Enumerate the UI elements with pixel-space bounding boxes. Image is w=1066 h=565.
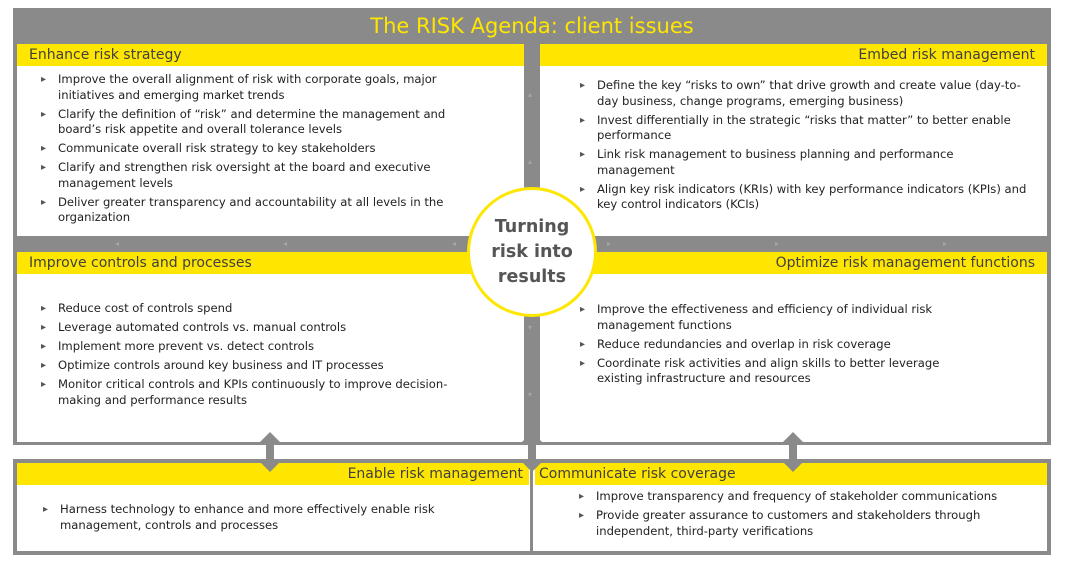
bullet-list: Improve the effectiveness and efficiency… (540, 302, 1047, 387)
center-line: Turning (494, 216, 570, 237)
list-item: Link risk management to business plannin… (577, 147, 1027, 178)
list-item: Optimize controls around key business an… (38, 358, 484, 374)
quadrant-title: Embed risk management (540, 44, 1047, 66)
list-item: Provide greater assurance to customers a… (576, 508, 1036, 539)
section-enable-risk-management-title: Enable risk management (17, 463, 529, 485)
bottom-divider (530, 463, 533, 551)
flow-right-icon: ▸ (775, 239, 780, 248)
flow-left-icon: ◂ (115, 239, 120, 248)
quadrant-optimize-functions: Optimize risk management functions Impro… (540, 252, 1047, 442)
list-item: Clarify and strengthen risk oversight at… (38, 160, 472, 191)
list-item: Improve the overall alignment of risk wi… (38, 72, 472, 103)
list-item: Improve transparency and frequency of st… (576, 489, 1036, 505)
list-item: Reduce cost of controls spend (38, 301, 484, 317)
quadrant-embed-risk-management: Embed risk management Define the key “ri… (540, 44, 1047, 236)
list-item: Align key risk indicators (KRIs) with ke… (577, 182, 1027, 213)
bullet-list: Improve transparency and frequency of st… (576, 489, 1036, 543)
quadrant-enhance-risk-strategy: Enhance risk strategy Improve the overal… (17, 44, 524, 236)
list-item: Improve the effectiveness and efficiency… (577, 302, 987, 333)
flow-down-icon: ▾ (528, 390, 533, 399)
double-arrow-icon (782, 432, 804, 472)
quadrant-title: Optimize risk management functions (540, 252, 1047, 274)
list-item: Leverage automated controls vs. manual c… (38, 320, 484, 336)
flow-right-icon: ▸ (607, 239, 612, 248)
bullet-list: Harness technology to enhance and more e… (40, 502, 440, 537)
section-communicate-risk-coverage-title: Communicate risk coverage (535, 463, 1047, 485)
double-arrow-icon (521, 432, 543, 472)
center-circle (467, 187, 597, 317)
flow-left-icon: ◂ (283, 239, 288, 248)
diagram-title: The RISK Agenda: client issues (370, 14, 694, 38)
flow-right-icon: ▸ (943, 239, 948, 248)
center-label: Turning risk into results (467, 187, 597, 317)
bullet-list: Define the key “risks to own” that drive… (540, 78, 1047, 213)
quadrant-improve-controls: Improve controls and processes Reduce co… (17, 252, 524, 442)
list-item: Define the key “risks to own” that drive… (577, 78, 1027, 109)
list-item: Coordinate risk activities and align ski… (577, 356, 987, 387)
flow-down-icon: ▾ (528, 323, 533, 332)
bullet-list: Reduce cost of controls spend Leverage a… (17, 301, 524, 408)
center-line: risk into (491, 241, 573, 262)
center-line: results (497, 266, 567, 287)
list-item: Harness technology to enhance and more e… (40, 502, 440, 533)
bullet-list: Improve the overall alignment of risk wi… (17, 72, 524, 226)
flow-left-icon: ◂ (452, 239, 457, 248)
double-arrow-icon (259, 432, 281, 472)
list-item: Deliver greater transparency and account… (38, 195, 472, 226)
quadrant-title: Improve controls and processes (17, 252, 524, 274)
list-item: Monitor critical controls and KPIs conti… (38, 377, 484, 408)
list-item: Invest differentially in the strategic “… (577, 113, 1027, 144)
quadrant-title: Enhance risk strategy (17, 44, 524, 66)
flow-up-icon: ▴ (528, 157, 533, 166)
list-item: Reduce redundancies and overlap in risk … (577, 337, 987, 353)
list-item: Implement more prevent vs. detect contro… (38, 339, 484, 355)
list-item: Clarify the definition of “risk” and det… (38, 107, 472, 138)
flow-up-icon: ▴ (528, 90, 533, 99)
list-item: Communicate overall risk strategy to key… (38, 141, 472, 157)
